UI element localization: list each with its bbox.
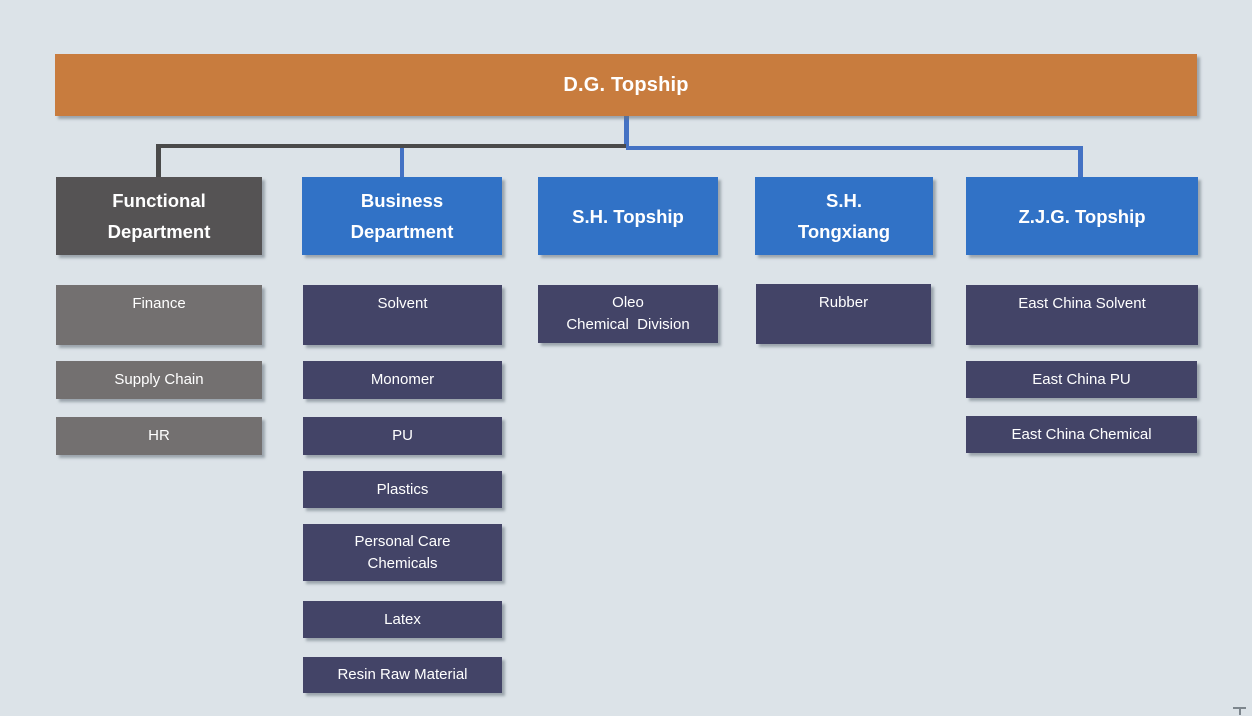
org-node-monomer[interactable]: Monomer <box>303 361 502 399</box>
org-node-label: Chemical Division <box>566 316 690 333</box>
org-node-label: Solvent <box>377 295 428 312</box>
org-node-label: Finance <box>132 295 186 312</box>
org-node-label: Z.J.G. Topship <box>1018 205 1146 227</box>
connector-trunk-gray <box>156 144 626 148</box>
org-node-label: East China Chemical <box>1011 425 1152 443</box>
org-node-business-department[interactable]: Business Department <box>302 177 502 255</box>
org-node-resin-raw-material[interactable]: Resin Raw Material <box>303 657 502 693</box>
org-node-east-china-chemical[interactable]: East China Chemical <box>966 416 1197 453</box>
org-node-label: S.H. <box>826 190 862 211</box>
connector-root-drop <box>624 116 629 147</box>
org-node-label: Rubber <box>818 294 869 311</box>
connector-trunk-blue <box>626 146 1082 150</box>
org-node-label: Plastics <box>376 480 429 498</box>
org-node-label: Tongxiang <box>797 221 891 242</box>
org-node-supply-chain[interactable]: Supply Chain <box>56 361 262 399</box>
org-node-label: PU <box>392 427 413 444</box>
org-node-solvent[interactable]: Solvent <box>303 285 502 345</box>
org-node-pu[interactable]: PU <box>303 417 502 455</box>
connector-drop-zjg <box>1078 146 1083 178</box>
org-node-label: East China Solvent <box>1018 295 1146 312</box>
org-node-label: HR <box>148 427 170 444</box>
connector-drop-functional <box>156 144 161 178</box>
org-node-rubber[interactable]: Rubber <box>756 284 931 344</box>
org-node-label: Monomer <box>370 371 435 388</box>
org-node-label: Personal Care <box>354 532 451 550</box>
org-node-hr[interactable]: HR <box>56 417 262 455</box>
org-node-oleo-chemical-division[interactable]: Oleo Chemical Division <box>538 285 718 343</box>
org-node-sh-topship[interactable]: S.H. Topship <box>538 177 718 255</box>
org-node-label: Supply Chain <box>114 371 204 388</box>
org-node-label: Resin Raw Material <box>337 666 468 683</box>
org-node-sh-tongxiang[interactable]: S.H. Tongxiang <box>755 177 933 255</box>
org-node-label: Chemicals <box>367 554 438 572</box>
org-node-label: Business <box>360 190 444 211</box>
org-node-latex[interactable]: Latex <box>303 601 502 638</box>
org-node-label: D.G. Topship <box>563 73 689 96</box>
org-node-personal-care-chemicals[interactable]: Personal Care Chemicals <box>303 524 502 581</box>
org-node-east-china-pu[interactable]: East China PU <box>966 361 1197 398</box>
org-node-label: Oleo <box>612 294 644 311</box>
org-node-label: East China PU <box>1032 370 1131 388</box>
org-node-label: Functional <box>112 190 206 211</box>
org-node-finance[interactable]: Finance <box>56 285 262 345</box>
org-node-functional-department[interactable]: Functional Department <box>56 177 262 255</box>
org-node-label: Department <box>107 221 211 242</box>
org-node-label: Department <box>350 221 454 242</box>
text-cursor-artifact <box>1233 707 1246 715</box>
org-node-label: Latex <box>384 610 421 628</box>
org-node-label: S.H. Topship <box>572 205 684 227</box>
org-node-dg-topship[interactable]: D.G. Topship <box>55 54 1197 116</box>
org-node-plastics[interactable]: Plastics <box>303 471 502 508</box>
connector-drop-business <box>400 148 404 178</box>
org-node-zjg-topship[interactable]: Z.J.G. Topship <box>966 177 1198 255</box>
org-node-east-china-solvent[interactable]: East China Solvent <box>966 285 1198 345</box>
